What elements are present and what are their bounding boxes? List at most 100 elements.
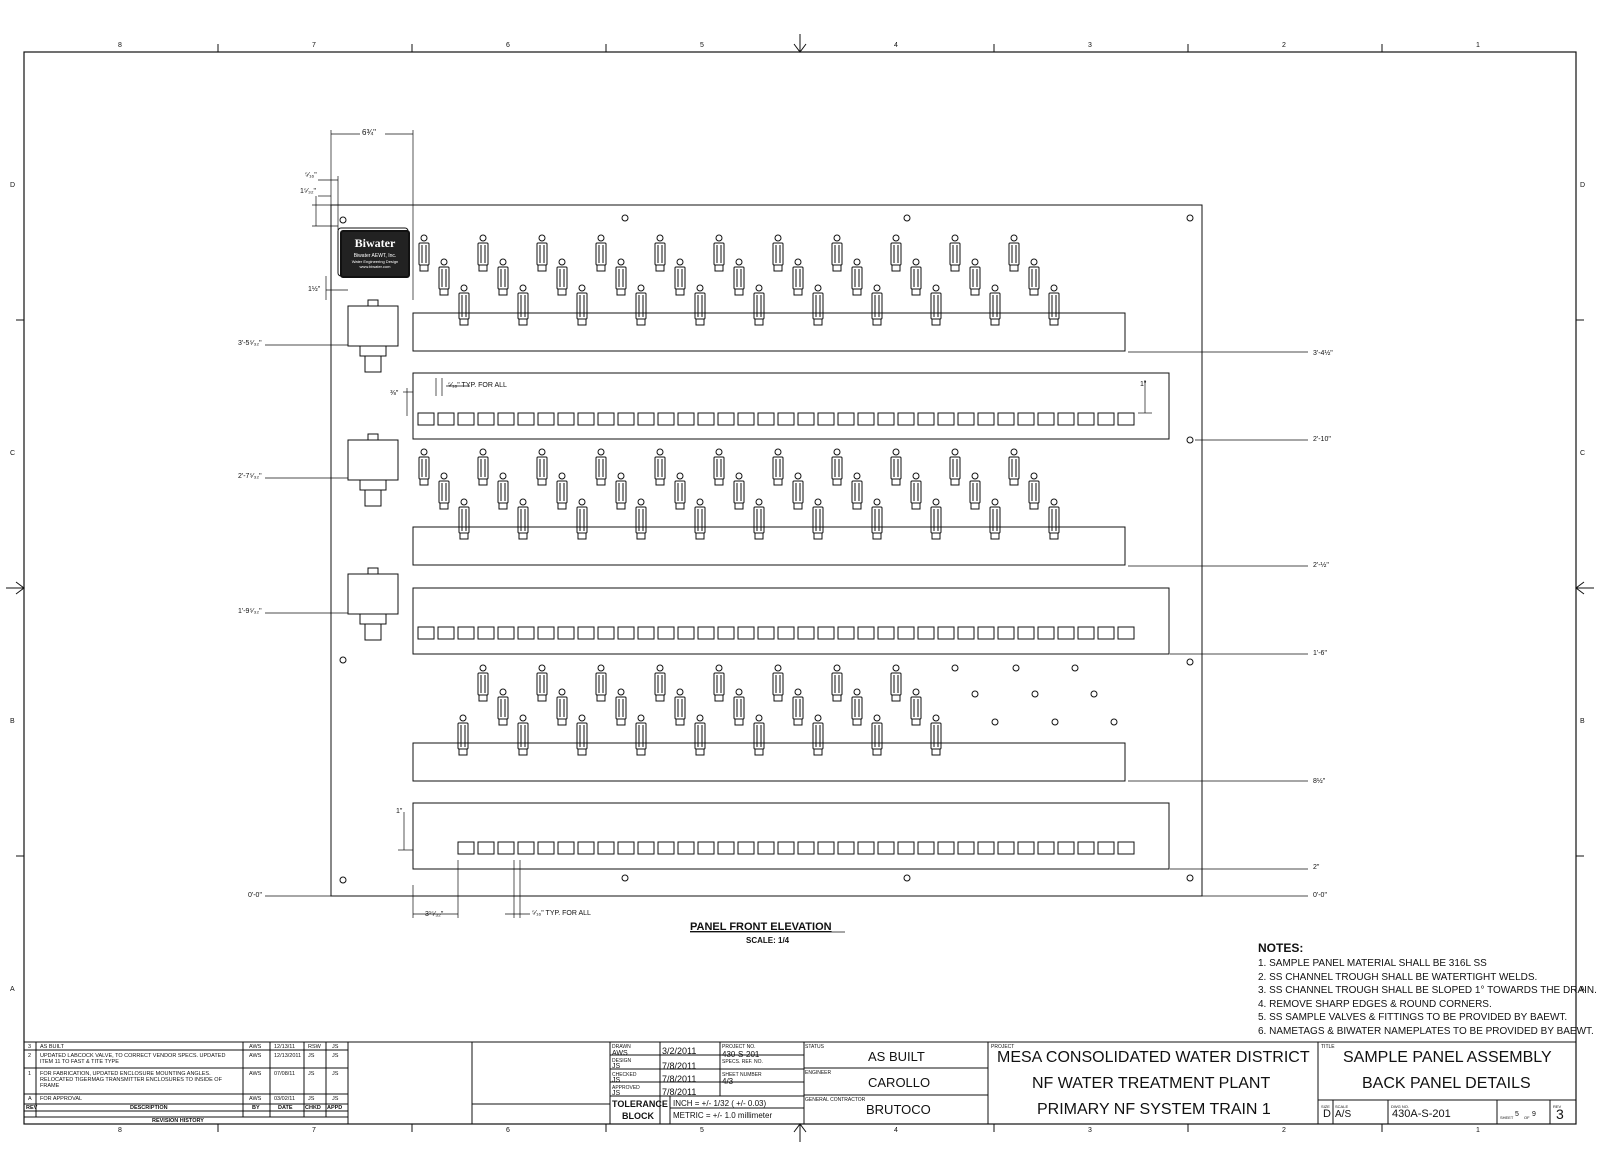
tb-check-date: 7/8/2011 xyxy=(662,1074,697,1084)
zone-number-top: 6 xyxy=(506,42,510,49)
nametag xyxy=(1017,412,1035,426)
transmitter-enclosure xyxy=(347,567,399,641)
sample-valve xyxy=(576,714,588,756)
valve-body xyxy=(851,480,863,504)
rev-number: 2 xyxy=(28,1053,32,1059)
valve-nut xyxy=(990,318,1000,326)
sample-valve xyxy=(733,472,745,510)
nametag xyxy=(917,626,935,640)
valve-nut xyxy=(478,694,488,702)
valve-body xyxy=(654,242,666,266)
sample-valve xyxy=(969,472,981,510)
valve-trough-3 xyxy=(412,742,1126,782)
nametag xyxy=(837,841,855,855)
nametag xyxy=(1037,841,1055,855)
valve-body xyxy=(910,480,922,504)
tb-title-line2: BACK PANEL DETAILS xyxy=(1362,1075,1531,1092)
sample-valve xyxy=(457,714,469,756)
sample-valve xyxy=(733,258,745,296)
valve-handle xyxy=(951,234,959,242)
nametag xyxy=(1037,626,1055,640)
sample-valve xyxy=(635,714,647,756)
tb-project-no: 430-S-201 xyxy=(722,1050,760,1059)
sample-valve xyxy=(654,234,666,272)
center-mark-right xyxy=(1575,581,1594,595)
valve-nut xyxy=(773,478,783,486)
valve-body xyxy=(438,266,450,290)
rev-by: AWS xyxy=(249,1044,262,1050)
tb-scale: A/S xyxy=(1335,1109,1352,1120)
nametag xyxy=(937,626,955,640)
valve-nut xyxy=(832,478,842,486)
zone-number-top: 2 xyxy=(1282,42,1286,49)
sample-valve xyxy=(890,664,902,702)
valve-nut xyxy=(695,532,705,540)
sample-valve xyxy=(733,688,745,726)
valve-nut xyxy=(1029,288,1039,296)
valve-handle xyxy=(499,258,507,266)
tb-project-line2: NF WATER TREATMENT PLANT xyxy=(1032,1075,1271,1092)
valve-nut xyxy=(596,264,606,272)
valve-nut xyxy=(616,288,626,296)
zone-number-bottom: 7 xyxy=(312,1127,316,1134)
nametag xyxy=(737,841,755,855)
valve-handle xyxy=(558,472,566,480)
dim-bottom-1in: 1" xyxy=(396,808,403,815)
valve-handle xyxy=(833,664,841,672)
valve-body xyxy=(576,722,588,750)
valve-nut xyxy=(537,264,547,272)
valve-trough-2 xyxy=(412,526,1126,566)
valve-handle xyxy=(420,234,428,242)
sample-valve xyxy=(753,284,765,326)
valve-handle xyxy=(558,688,566,696)
sample-valve xyxy=(910,688,922,726)
valve-nut xyxy=(498,718,508,726)
tb-approved-label: APPROVED xyxy=(612,1085,640,1091)
valve-nut xyxy=(1049,532,1059,540)
valve-nut xyxy=(734,502,744,510)
rev-number: 1 xyxy=(28,1071,32,1077)
valve-nut xyxy=(931,532,941,540)
nametag xyxy=(457,841,475,855)
nametag xyxy=(537,412,555,426)
valve-nut xyxy=(518,748,528,756)
mounting-hole xyxy=(339,216,347,224)
nametag xyxy=(577,626,595,640)
valve-nut xyxy=(518,532,528,540)
valve-nut xyxy=(419,478,429,486)
valve-handle xyxy=(637,284,645,292)
nametag xyxy=(637,841,655,855)
valve-body xyxy=(635,506,647,534)
valve-nut xyxy=(596,694,606,702)
tb-tolerance-label-2: BLOCK xyxy=(622,1111,654,1121)
mounting-hole xyxy=(903,874,911,882)
rev-appd: JS xyxy=(332,1053,339,1059)
channel-trough-2 xyxy=(412,587,1170,655)
valve-nut xyxy=(891,694,901,702)
logo-line1: Biwater AEWT, Inc. xyxy=(353,253,397,259)
valve-body xyxy=(477,242,489,266)
valve-body xyxy=(556,266,568,290)
nametag xyxy=(1057,841,1075,855)
enclosure-fitting xyxy=(364,623,382,641)
valve-body xyxy=(595,456,607,480)
valve-handle xyxy=(578,714,586,722)
nametag xyxy=(897,626,915,640)
valve-body xyxy=(772,242,784,266)
valve-body xyxy=(654,456,666,480)
dim-right-0: 0'-0" xyxy=(1313,892,1327,899)
valve-body xyxy=(890,242,902,266)
nametag xyxy=(897,412,915,426)
notes-block: NOTES: 1. SAMPLE PANEL MATERIAL SHALL BE… xyxy=(1258,941,1597,1038)
sample-valve xyxy=(517,714,529,756)
rev-header: REV xyxy=(26,1105,38,1111)
sample-valve xyxy=(930,498,942,540)
sample-valve xyxy=(1048,284,1060,326)
enclosure-cap xyxy=(367,567,379,575)
valve-nut xyxy=(655,694,665,702)
zone-number-top: 7 xyxy=(312,42,316,49)
valve-handle xyxy=(715,234,723,242)
nametag xyxy=(657,626,675,640)
tb-dwg-no: 430A-S-201 xyxy=(1392,1108,1451,1120)
nametag xyxy=(857,626,875,640)
